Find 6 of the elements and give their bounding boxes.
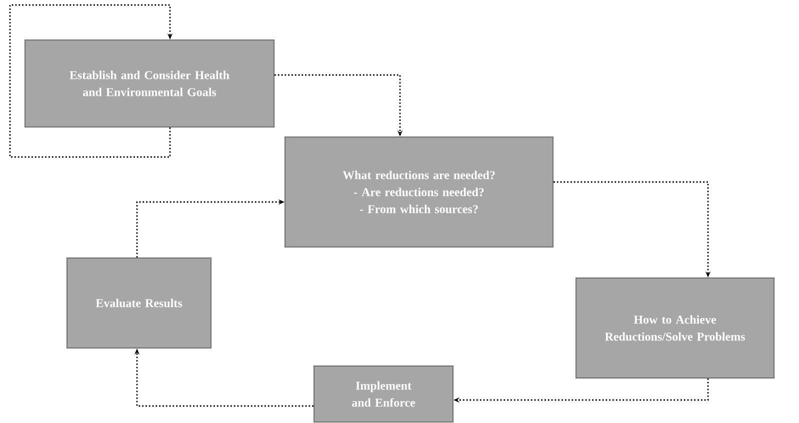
process-box: Evaluate Results xyxy=(66,258,212,348)
arrow xyxy=(9,4,173,158)
process-box: What reductions are needed? - Are reductions needed? - From which sources? xyxy=(284,136,554,248)
process-box: Implement and Enforce xyxy=(314,366,454,422)
process-box: Establish and Consider Health and Environmental Goals xyxy=(24,40,274,128)
process-box: How to Achieve Reductions/Solve Problems xyxy=(576,278,774,378)
